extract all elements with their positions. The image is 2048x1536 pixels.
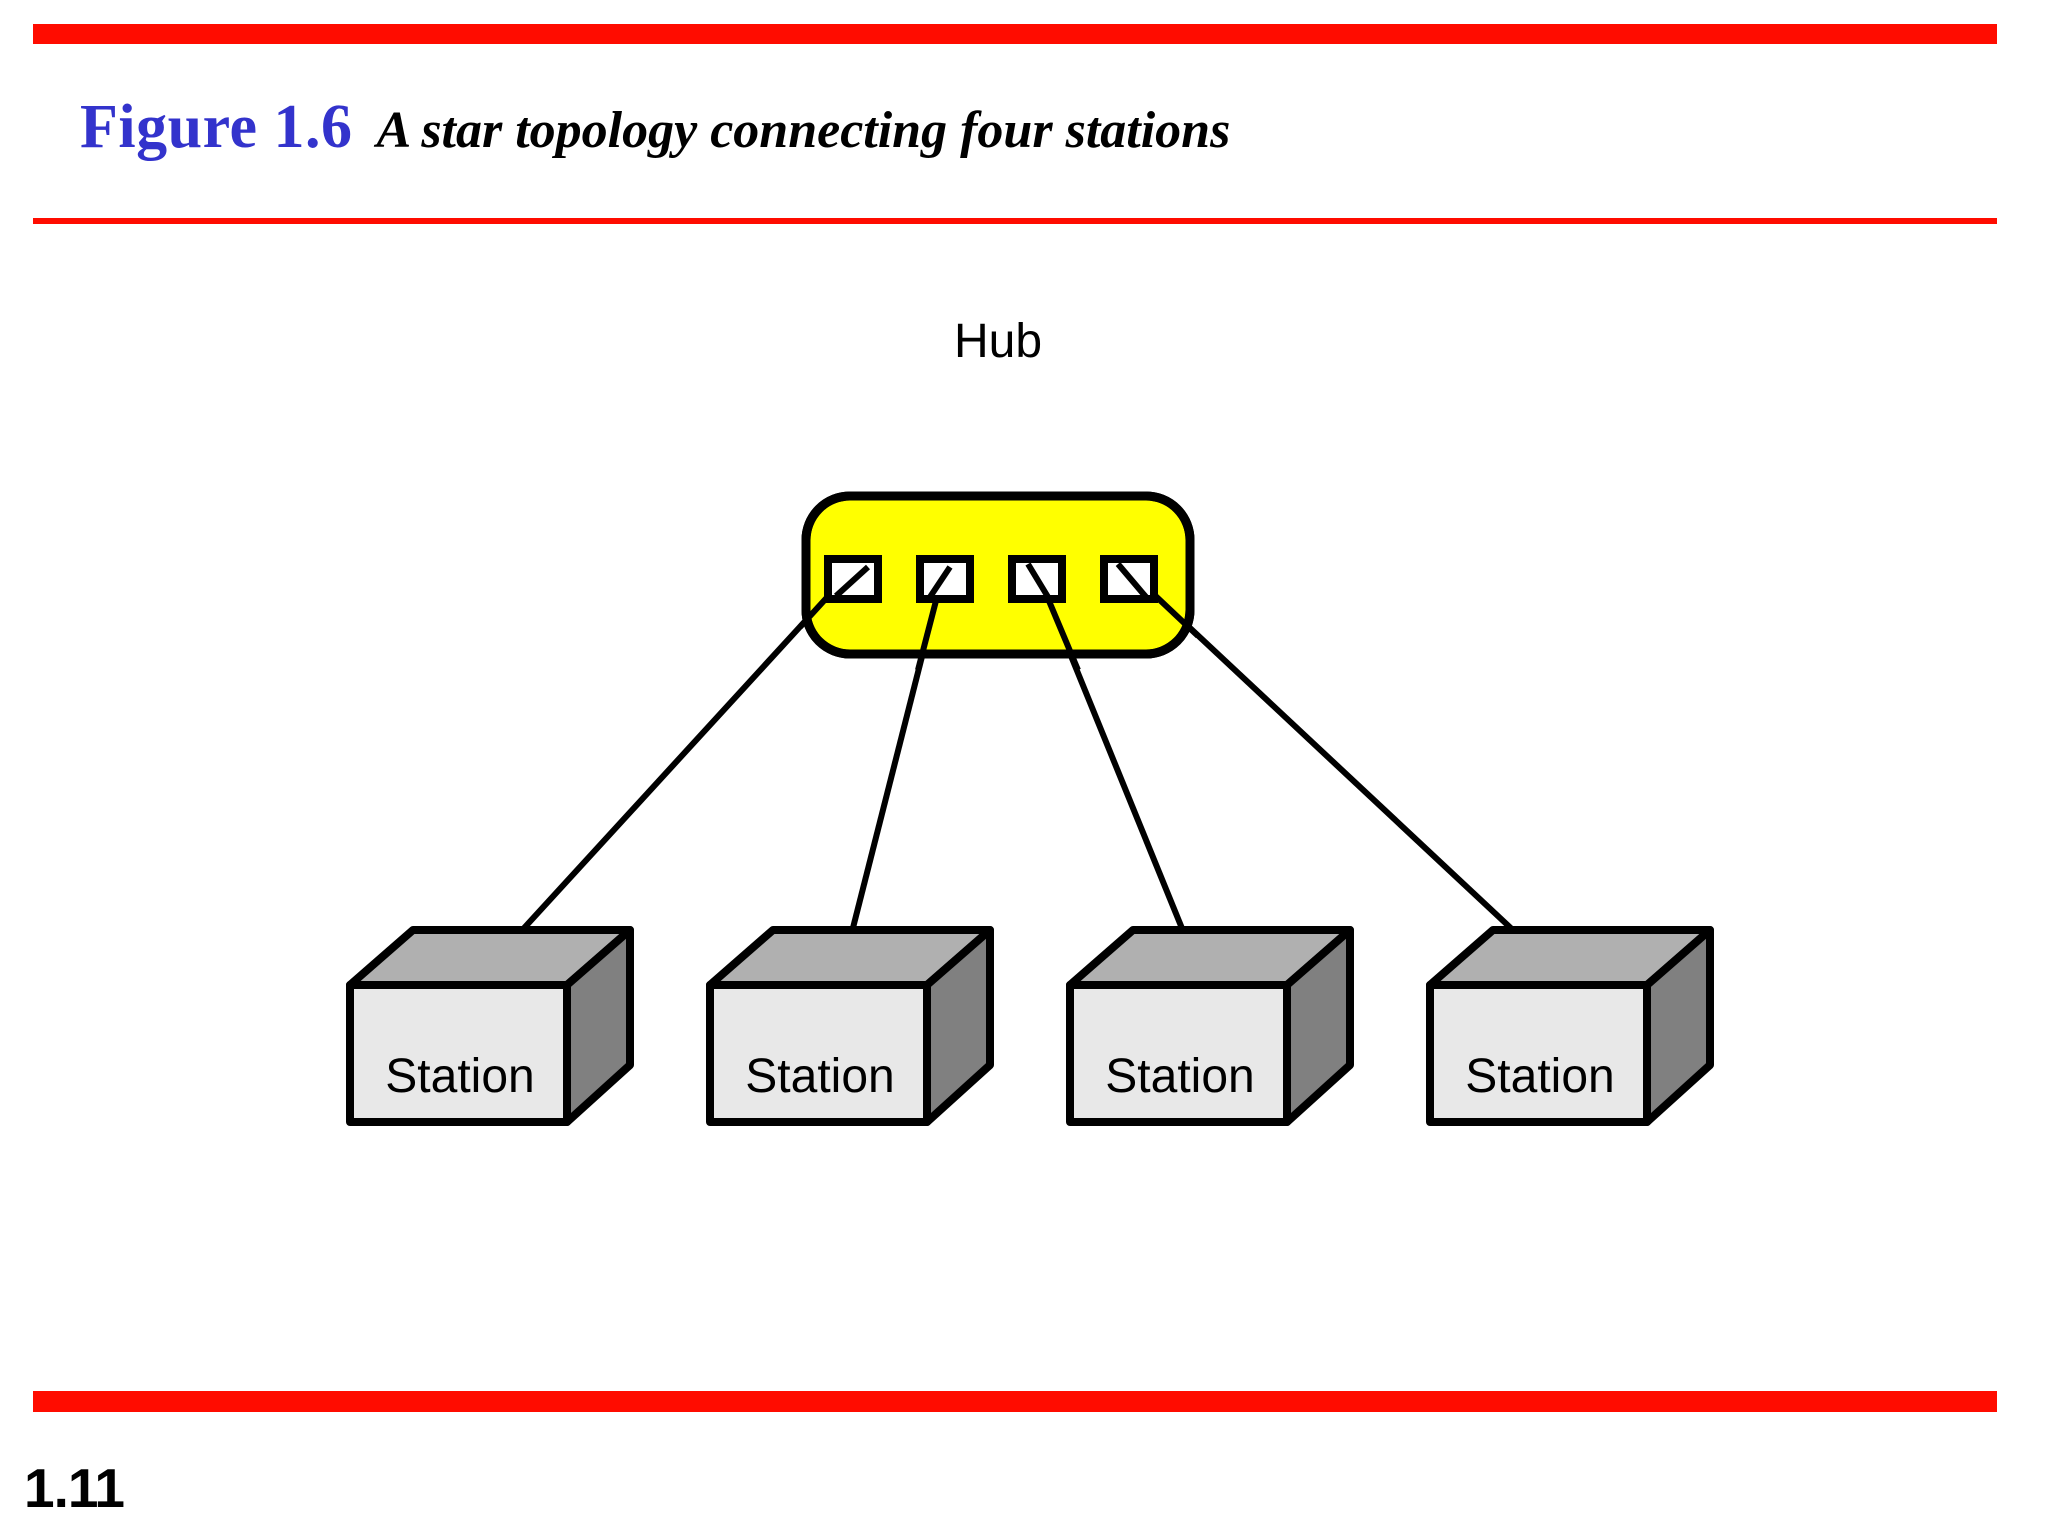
station-4-front-face — [1426, 981, 1651, 1126]
station-2-label: Station — [745, 1050, 895, 1103]
hub-label: Hub — [953, 315, 1043, 368]
hub-port-link-tips — [833, 562, 1149, 599]
hub-port-3[interactable] — [1008, 555, 1066, 603]
station-node-3[interactable] — [1066, 926, 1354, 1126]
hub-body-outline — [801, 491, 1195, 659]
station-3-front-face — [1066, 981, 1291, 1126]
station-node-1[interactable] — [346, 926, 634, 1126]
station-node-2[interactable] — [706, 926, 994, 1126]
bottom-accent-rule — [33, 1391, 1997, 1412]
station-1-front-face — [346, 981, 571, 1126]
header-divider-rule — [33, 218, 1997, 224]
link-hub-to-station-4 — [1125, 567, 1564, 978]
figure-header: Figure 1.6 A star topology connecting fou… — [80, 96, 1230, 158]
top-accent-rule — [33, 24, 1997, 44]
station-1-label: Station — [385, 1050, 535, 1103]
station-3-label: Station — [1105, 1050, 1255, 1103]
station-4-label: Station — [1465, 1050, 1615, 1103]
station-node-4[interactable] — [1426, 926, 1714, 1126]
link-hub-to-station-1 — [478, 567, 855, 978]
figure-caption: A star topology connecting four stations — [376, 102, 1231, 159]
hub-device[interactable] — [797, 491, 1201, 672]
topology-svg — [346, 491, 1714, 1126]
star-topology-diagram: Hub Station Station Station Station — [0, 230, 2048, 1380]
station-2-front-face — [706, 981, 931, 1126]
page-number: 1.11 — [24, 1457, 125, 1519]
figure-number: Figure 1.6 — [80, 93, 353, 161]
